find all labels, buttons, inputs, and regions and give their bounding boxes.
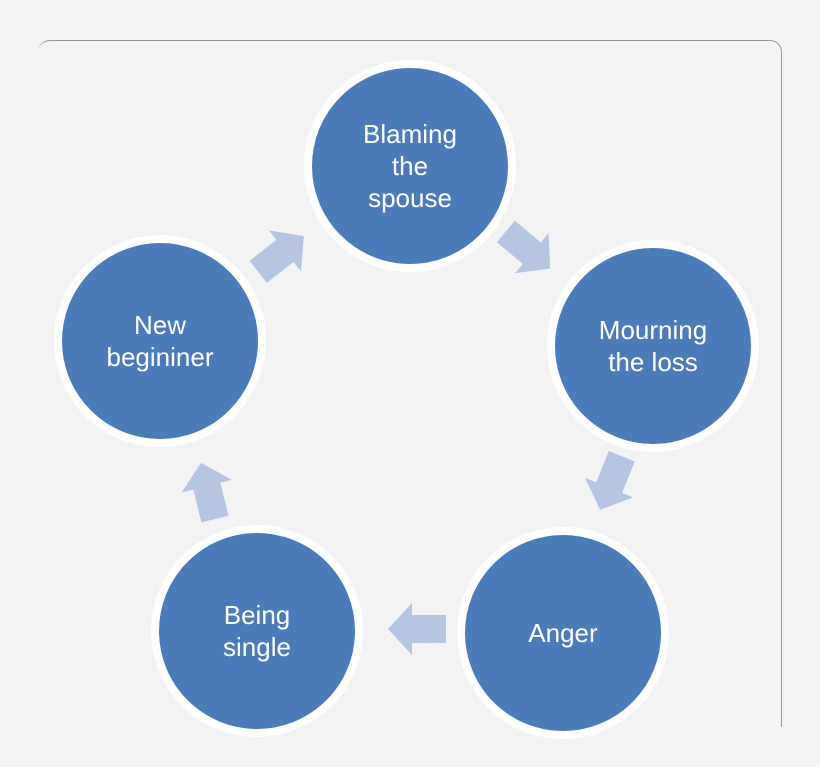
node-label-line: New bbox=[133, 310, 186, 340]
cycle-node-anger: Anger bbox=[457, 527, 669, 739]
node-label-line: Being bbox=[223, 600, 291, 630]
node-label-line: single bbox=[223, 632, 291, 662]
block-arrow-left-icon bbox=[388, 603, 446, 655]
cycle-node-mourning-the-loss: Mourning the loss bbox=[547, 240, 759, 452]
node-label-line: the loss bbox=[608, 347, 698, 377]
node-label-anger: Anger bbox=[528, 617, 597, 649]
node-label-line: spouse bbox=[368, 183, 452, 213]
cycle-node-being-single: Being single bbox=[151, 525, 363, 737]
block-arrow-down-left-icon bbox=[576, 446, 646, 519]
node-label-line: begininer bbox=[106, 342, 214, 372]
node-label-line: Blaming bbox=[363, 119, 457, 149]
cycle-node-blaming-the-spouse: Blaming the spouse bbox=[304, 60, 516, 272]
node-label-being-single: Being single bbox=[223, 599, 291, 663]
node-label-line: Mourning bbox=[598, 315, 708, 345]
node-label-line: the bbox=[391, 151, 429, 181]
node-label-line: Anger bbox=[528, 618, 598, 648]
node-label-blaming-the-spouse: Blaming the spouse bbox=[363, 118, 457, 214]
cycle-node-new-begininer: New begininer bbox=[54, 235, 266, 447]
node-label-mourning-the-loss: Mourning the loss bbox=[599, 314, 707, 378]
node-label-new-begininer: New begininer bbox=[107, 309, 214, 373]
block-arrow-down-right-icon bbox=[489, 211, 567, 288]
block-arrow-up-right-icon bbox=[242, 216, 320, 293]
block-arrow-up-icon bbox=[176, 457, 240, 526]
